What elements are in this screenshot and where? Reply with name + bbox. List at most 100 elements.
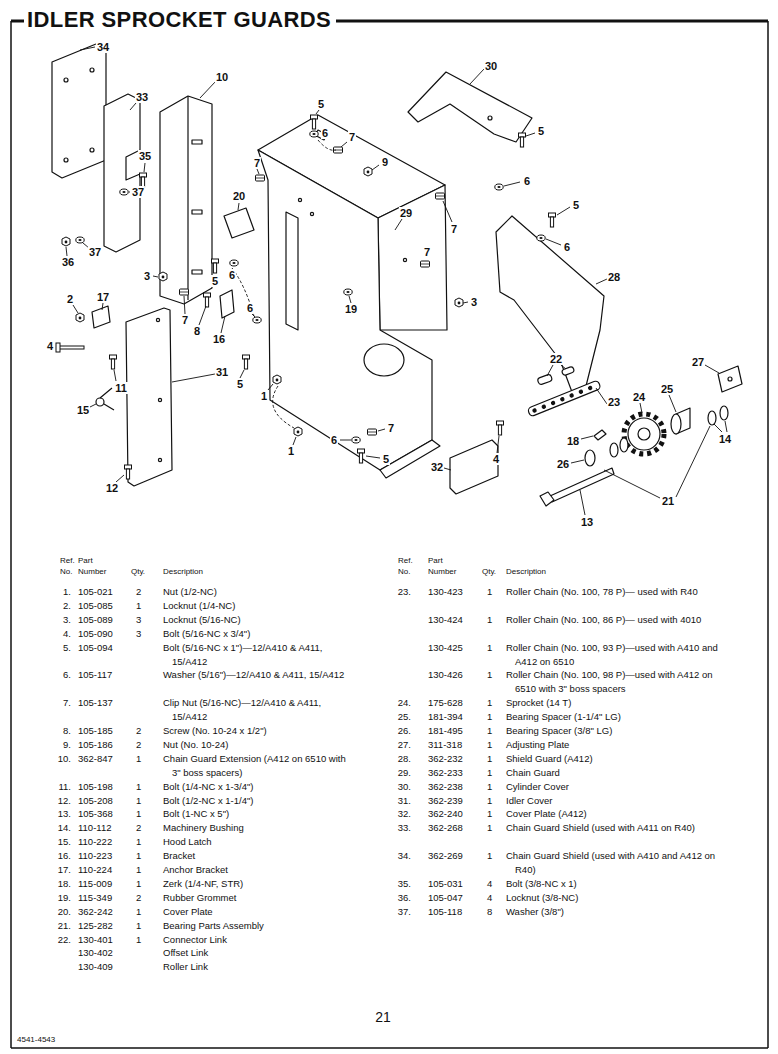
part-number: 130-426	[428, 668, 463, 682]
part-number: 105-085	[78, 599, 113, 613]
quantity: 1	[487, 807, 492, 821]
part-number: 110-223	[78, 849, 112, 863]
part-description: Idler Cover	[506, 794, 730, 808]
part-description: Bracket	[163, 849, 350, 863]
callout-number: 19	[344, 303, 358, 315]
column-header: Description	[163, 566, 203, 577]
quantity: 1	[487, 780, 492, 794]
quantity: 1	[487, 849, 492, 863]
part-number: 130-425	[428, 641, 463, 655]
part-number: 181-495	[428, 724, 463, 738]
part-description: Washer (3/8")	[506, 905, 730, 919]
callout-number: 14	[718, 433, 732, 445]
callout-number: 6	[563, 241, 571, 253]
quantity: 2	[136, 891, 141, 905]
ref-number: 27.	[398, 738, 411, 752]
callout-number: 7	[450, 223, 458, 235]
ref-number: 17.	[58, 863, 71, 877]
part-description: Hood Latch	[163, 835, 350, 849]
callout-number: 2	[66, 293, 74, 305]
part-number: 115-009	[78, 877, 112, 891]
part-description: Adjusting Plate	[506, 738, 730, 752]
page-title: IDLER SPROCKET GUARDS	[24, 7, 336, 33]
ref-number: 36.	[398, 891, 411, 905]
ref-number: 19.	[58, 891, 71, 905]
ref-number: 14.	[58, 821, 71, 835]
quantity: 1	[487, 724, 492, 738]
part-number: 105-090	[78, 627, 113, 641]
quantity: 1	[136, 933, 141, 947]
callout-number: 20	[232, 190, 246, 202]
ref-number: 9.	[63, 738, 71, 752]
quantity: 1	[136, 807, 141, 821]
callout-number: 6	[523, 175, 531, 187]
part-number: 110-112	[78, 821, 111, 835]
part-number: 362-232	[428, 752, 463, 766]
callout-number: 31	[215, 366, 229, 378]
ref-number: 13.	[58, 807, 71, 821]
ref-number: 4.	[63, 627, 71, 641]
part-number: 362-240	[428, 807, 463, 821]
part-number: 105-094	[78, 641, 113, 655]
quantity: 4	[487, 877, 492, 891]
part-number: 362-268	[428, 821, 463, 835]
quantity: 1	[487, 585, 492, 599]
part-description: Bearing Parts Assembly	[163, 919, 350, 933]
ref-number: 18.	[58, 877, 71, 891]
part-description: Roller Chain (No. 100, 98 P)—used with A…	[506, 668, 730, 696]
ref-number: 33.	[398, 821, 411, 835]
callout-number: 4	[46, 340, 54, 352]
quantity: 3	[136, 627, 141, 641]
callout-number: 5	[317, 98, 325, 110]
callout-number: 32	[430, 461, 444, 473]
part-number: 362-242	[78, 905, 113, 919]
part-number: 105-368	[78, 807, 113, 821]
callout-number: 37	[88, 246, 102, 258]
column-header: Qty.	[482, 566, 496, 577]
quantity: 1	[487, 668, 492, 682]
quantity: 1	[136, 877, 141, 891]
callout-number: 37	[131, 186, 145, 198]
quantity: 1	[487, 821, 492, 835]
part-description: Chain Guard	[506, 766, 730, 780]
callout-number: 21	[661, 495, 675, 507]
part-description: Locknut (1/4-NC)	[163, 599, 350, 613]
part-number: 105-185	[78, 724, 113, 738]
quantity: 2	[136, 821, 141, 835]
part-description: Connector Link	[163, 933, 350, 947]
column-header: Ref. No.	[398, 555, 422, 577]
callout-number: 12	[105, 482, 119, 494]
callout-number: 7	[348, 131, 356, 143]
callout-number: 7	[423, 246, 431, 258]
ref-number: 2.	[63, 599, 71, 613]
part-number: 362-233	[428, 766, 463, 780]
part-description: Bearing Spacer (3/8" LG)	[506, 724, 730, 738]
column-header: Qty.	[131, 566, 145, 577]
callout-number: 27	[691, 356, 705, 368]
callout-number: 11	[114, 382, 128, 394]
part-description: Bearing Spacer (1-1/4" LG)	[506, 710, 730, 724]
part-description: Bolt (5/16-NC x 1")—12/A410 & A411, 15/A…	[163, 641, 350, 669]
quantity: 1	[487, 752, 492, 766]
callout-number: 30	[484, 60, 498, 72]
ref-number: 6.	[63, 668, 71, 682]
part-outlines	[52, 44, 742, 506]
callout-number: 1	[260, 390, 268, 402]
part-number: 311-318	[428, 738, 462, 752]
part-number: 181-394	[428, 710, 463, 724]
quantity: 1	[487, 738, 492, 752]
quantity: 4	[487, 891, 492, 905]
part-number: 105-208	[78, 794, 113, 808]
column-header: Part Number	[78, 555, 118, 577]
quantity: 1	[136, 905, 141, 919]
part-description: Chain Guard Shield (used with A411 on R4…	[506, 821, 730, 835]
part-description: Cylinder Cover	[506, 780, 730, 794]
callout-number: 4	[492, 453, 500, 465]
callout-number: 16	[212, 333, 226, 345]
callout-number: 29	[399, 207, 413, 219]
part-description: Roller Chain (No. 100, 93 P)—used with A…	[506, 641, 730, 669]
part-number: 105-089	[78, 613, 113, 627]
quantity: 2	[136, 724, 141, 738]
column-header: Description	[506, 566, 546, 577]
callout-number: 17	[96, 291, 110, 303]
